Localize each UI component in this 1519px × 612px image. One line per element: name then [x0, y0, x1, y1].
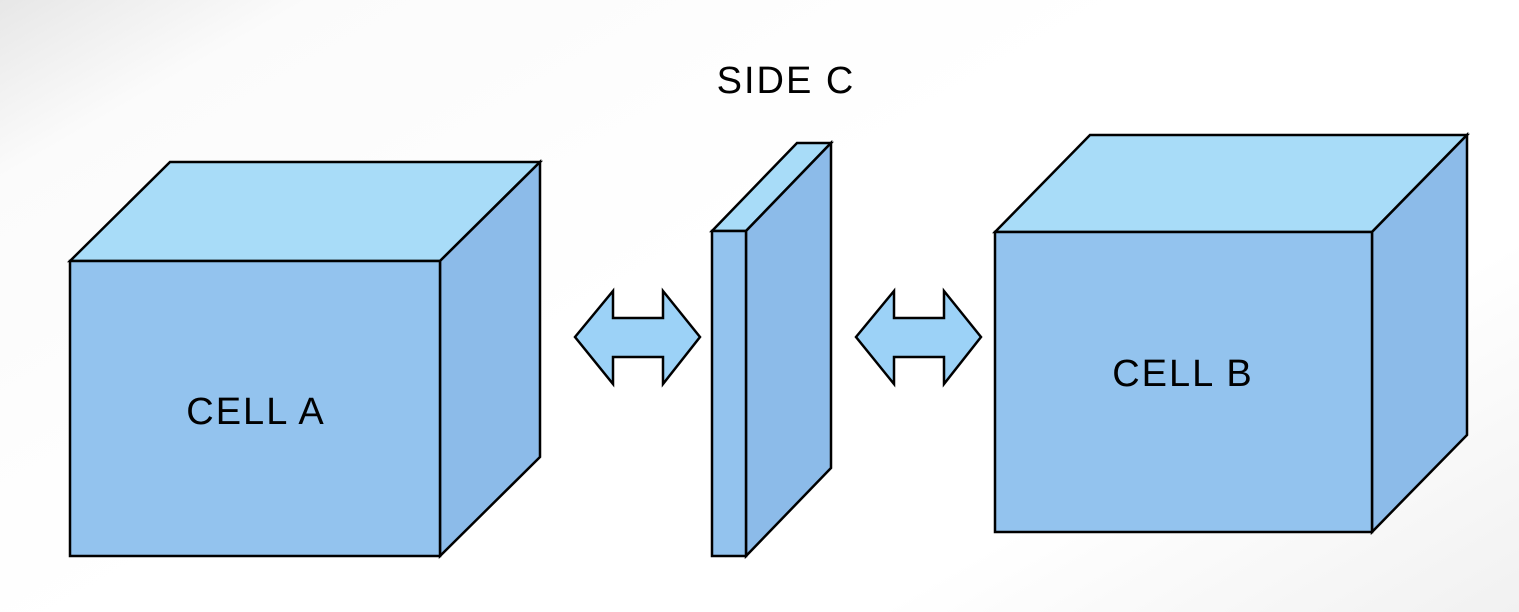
double-arrow-left-icon	[573, 287, 702, 388]
cell-b-front-face	[993, 230, 1374, 534]
double-arrow-right-icon	[854, 287, 983, 388]
cell-a-label: CELL A	[186, 391, 325, 433]
side-c-slab	[709, 139, 834, 560]
cell-a-cube: CELL A	[66, 159, 544, 559]
side-c-label: SIDE C	[717, 60, 856, 102]
cell-b-label: CELL B	[1112, 353, 1254, 395]
side-c-front-face	[710, 229, 748, 558]
cell-b-cube: CELL B	[992, 131, 1470, 536]
cell-a-front-face	[68, 259, 442, 558]
